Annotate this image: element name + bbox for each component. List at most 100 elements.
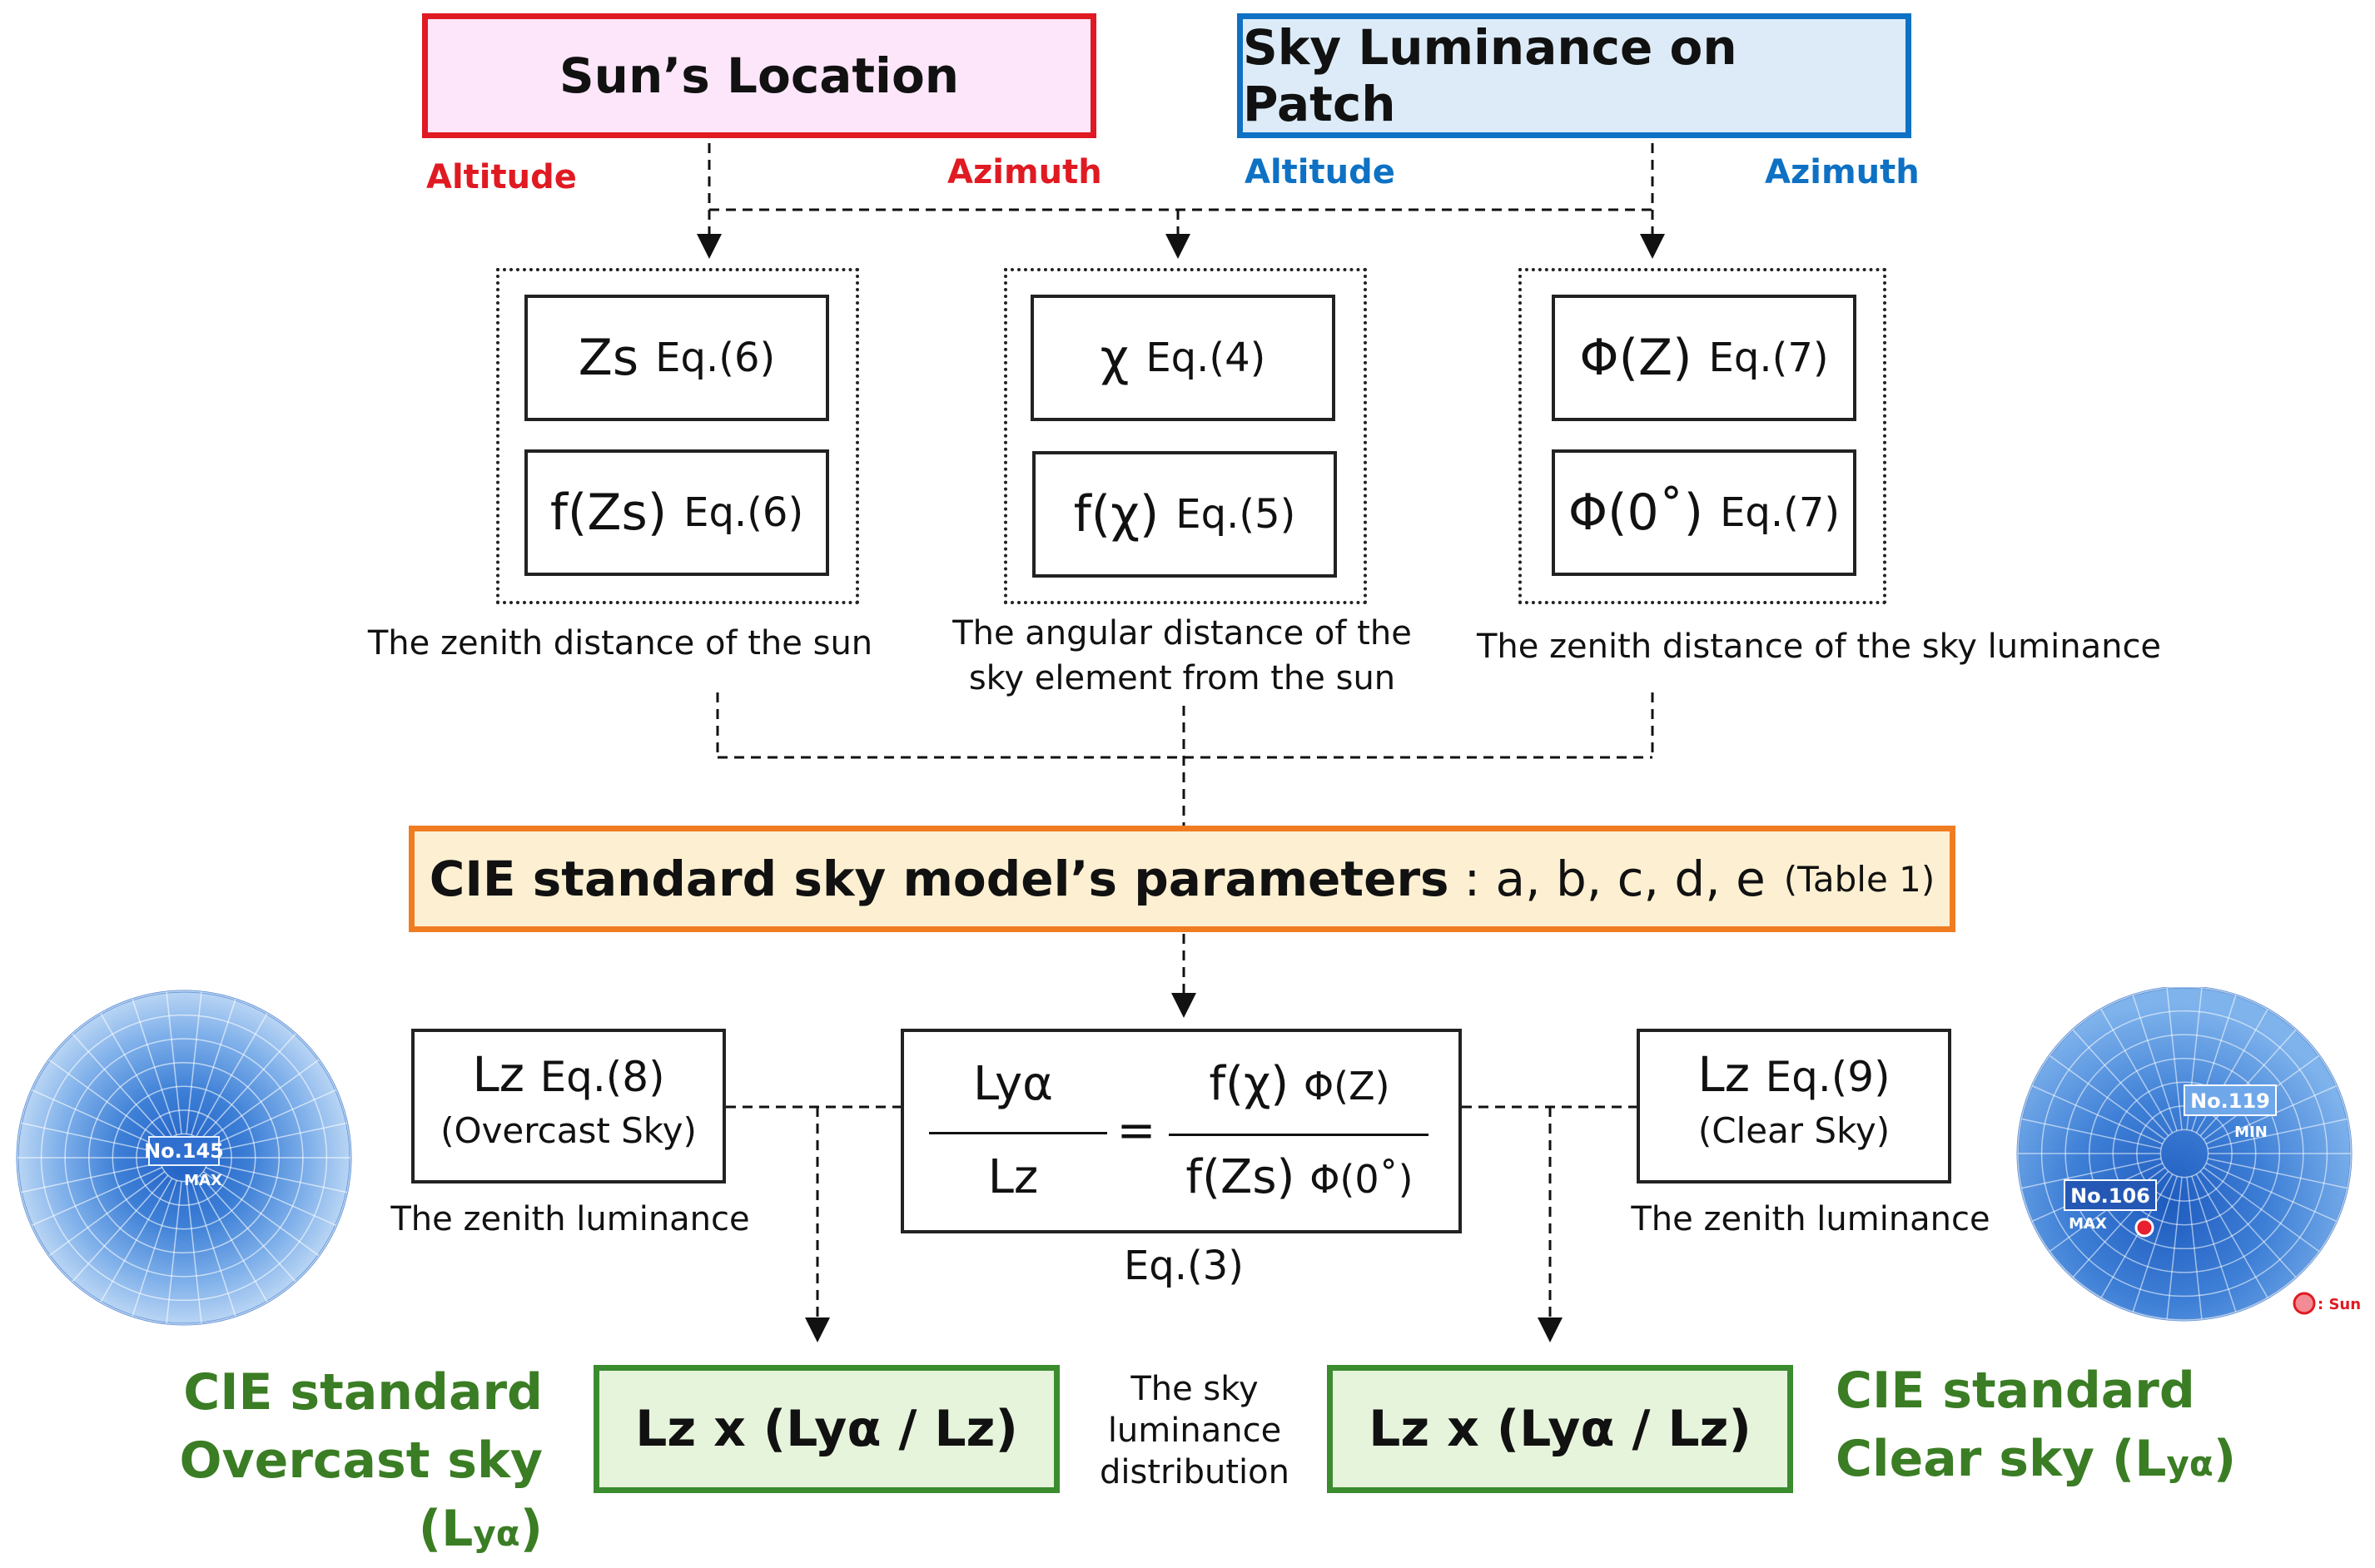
lz-overcast-caption: The zenith luminance: [390, 1200, 750, 1238]
sun-location-box: Sun’s Location: [422, 13, 1096, 138]
cie-parameters-title: CIE standard sky model’s parameters: [429, 851, 1449, 907]
dome-spoke: [31, 1166, 163, 1227]
formula-box: [901, 1029, 1462, 1233]
dome-spoke: [21, 1122, 161, 1154]
phiz-eq: Eq.(7): [1708, 335, 1829, 381]
dome-spoke: [2207, 1158, 2348, 1189]
dome-spoke: [21, 1162, 161, 1193]
cie-parameters-table-ref: (Table 1): [1783, 858, 1935, 900]
sky-zenith-caption: The zenith distance of the sky luminance: [1476, 628, 2162, 666]
dome-spoke: [2207, 1118, 2348, 1149]
lz-overcast-eq: Eq.(8): [539, 1053, 665, 1101]
formula-eq-label: Eq.(3): [1123, 1243, 1245, 1289]
phiz-box: Φ(Z) Eq.(7): [1552, 295, 1856, 421]
overcast-sky-label: CIE standard Overcast sky (Lyα): [179, 1363, 543, 1558]
sky-altitude-label: Altitude: [1245, 153, 1395, 191]
dome-spoke: [2031, 1084, 2164, 1145]
dome-spoke: [132, 999, 177, 1136]
sun-azimuth-label: Azimuth: [947, 153, 1102, 191]
chi-box: χ Eq.(4): [1031, 295, 1335, 421]
sun-zenith-caption: The zenith distance of the sun: [367, 624, 873, 662]
angular-distance-group: [1004, 268, 1367, 604]
formula-lhs-bar: [929, 1132, 1107, 1134]
fzs-box: f(Zs) Eq.(6): [524, 449, 829, 576]
connector-lines: [697, 143, 1665, 1342]
dome-spoke: [132, 1179, 177, 1317]
sky-luminance-title: Sky Luminance on Patch: [1243, 19, 1737, 132]
dome-spoke: [191, 999, 236, 1136]
clear-min-no: No.119: [2190, 1089, 2270, 1113]
dome-spoke: [186, 992, 202, 1134]
dome-spoke: [195, 1013, 268, 1138]
lz-clear-caption: The zenith luminance: [1631, 1200, 1990, 1238]
dome-spoke: [31, 1089, 163, 1149]
sky-azimuth-label: Azimuth: [1765, 153, 1920, 191]
dome-spoke: [2191, 1175, 2237, 1312]
dome-spoke: [191, 1179, 236, 1317]
dome-spoke: [2199, 1170, 2297, 1278]
dome-spoke: [72, 1174, 169, 1283]
phi0-eq: Eq.(7): [1720, 489, 1841, 536]
dome-spoke: [2199, 1029, 2297, 1137]
clear-sky-dome: No.119 MIN No.106 MAX : Sun: [2016, 987, 2361, 1322]
dome-spoke: [202, 1171, 320, 1257]
clear-max-no: No.106: [2070, 1184, 2150, 1208]
dome-spoke: [199, 1174, 296, 1283]
dome-spoke: [2049, 1054, 2166, 1140]
overcast-patch-no: No.145: [144, 1139, 224, 1163]
dome-spoke: [2021, 1158, 2162, 1189]
sun-zenith-group: [496, 268, 859, 604]
dome-spoke: [206, 1162, 347, 1193]
dome-spoke: [2132, 995, 2178, 1132]
dome-spoke: [2021, 1118, 2162, 1149]
formula-equals: =: [1116, 1104, 1156, 1158]
lz-clear-symbol: Lz: [1697, 1046, 1751, 1103]
zs-box: Zs Eq.(6): [524, 295, 829, 421]
zs-symbol: Zs: [578, 329, 639, 387]
dome-spoke: [166, 992, 182, 1134]
cie-parameters-box: CIE standard sky model’s parameters : a,…: [409, 826, 1955, 932]
clear-sky-label: CIE standard Clear sky (Lyα): [1836, 1362, 2237, 1488]
dome-spoke: [2203, 1167, 2320, 1253]
sun-legend-icon: [2293, 1292, 2316, 1315]
zs-eq: Eq.(6): [655, 335, 776, 381]
dome-spoke: [2072, 1029, 2169, 1137]
formula-rhs-den: f(Zs) Φ(0˚): [1185, 1150, 1414, 1204]
dome-spoke: [100, 1178, 173, 1303]
formula-lhs-num: Lyα: [972, 1057, 1054, 1111]
lz-overcast-box: Lz Eq.(8) (Overcast Sky): [411, 1029, 726, 1183]
phiz-symbol: Φ(Z): [1579, 329, 1692, 387]
clear-max-tag: MAX: [2069, 1215, 2107, 1233]
fchi-symbol: f(χ): [1073, 485, 1160, 543]
dome-spoke: [48, 1171, 166, 1257]
dome-spoke: [195, 1178, 268, 1303]
fchi-eq: Eq.(5): [1175, 491, 1296, 538]
dome-spoke: [2186, 1177, 2203, 1319]
formula-rhs-bar: [1169, 1134, 1428, 1136]
sun-altitude-label: Altitude: [426, 158, 577, 196]
fzs-symbol: f(Zs): [549, 484, 668, 542]
dome-spoke: [2100, 1009, 2174, 1134]
phi0-symbol: Φ(0˚): [1568, 484, 1704, 542]
dome-spoke: [202, 1059, 320, 1144]
dome-spoke: [2166, 1177, 2183, 1319]
lz-clear-box: Lz Eq.(9) (Clear Sky): [1637, 1029, 1951, 1183]
dome-spoke: [2205, 1162, 2338, 1223]
dome-spoke: [2166, 988, 2183, 1130]
dome-spoke: [186, 1181, 202, 1323]
dome-spoke: [205, 1089, 337, 1149]
overcast-patch-tag: MAX: [184, 1172, 222, 1189]
formula-lhs-den: Lz: [987, 1150, 1039, 1204]
lz-overcast-symbol: Lz: [472, 1046, 525, 1103]
phi0-box: Φ(0˚) Eq.(7): [1552, 449, 1856, 576]
dome-spoke: [2100, 1174, 2174, 1298]
cie-parameters-list: : a, b, c, d, e: [1463, 851, 1766, 907]
sun-marker-icon: [2134, 1218, 2154, 1238]
dome-spoke: [100, 1013, 173, 1138]
sky-luminance-box: Sky Luminance on Patch: [1237, 13, 1911, 138]
sun-legend-label: : Sun: [2318, 1296, 2361, 1313]
angular-distance-caption: The angular distance of the sky element …: [952, 614, 1412, 697]
dome-spoke: [72, 1033, 169, 1141]
chi-symbol: χ: [1100, 329, 1130, 387]
dome-spoke: [2195, 1174, 2268, 1298]
